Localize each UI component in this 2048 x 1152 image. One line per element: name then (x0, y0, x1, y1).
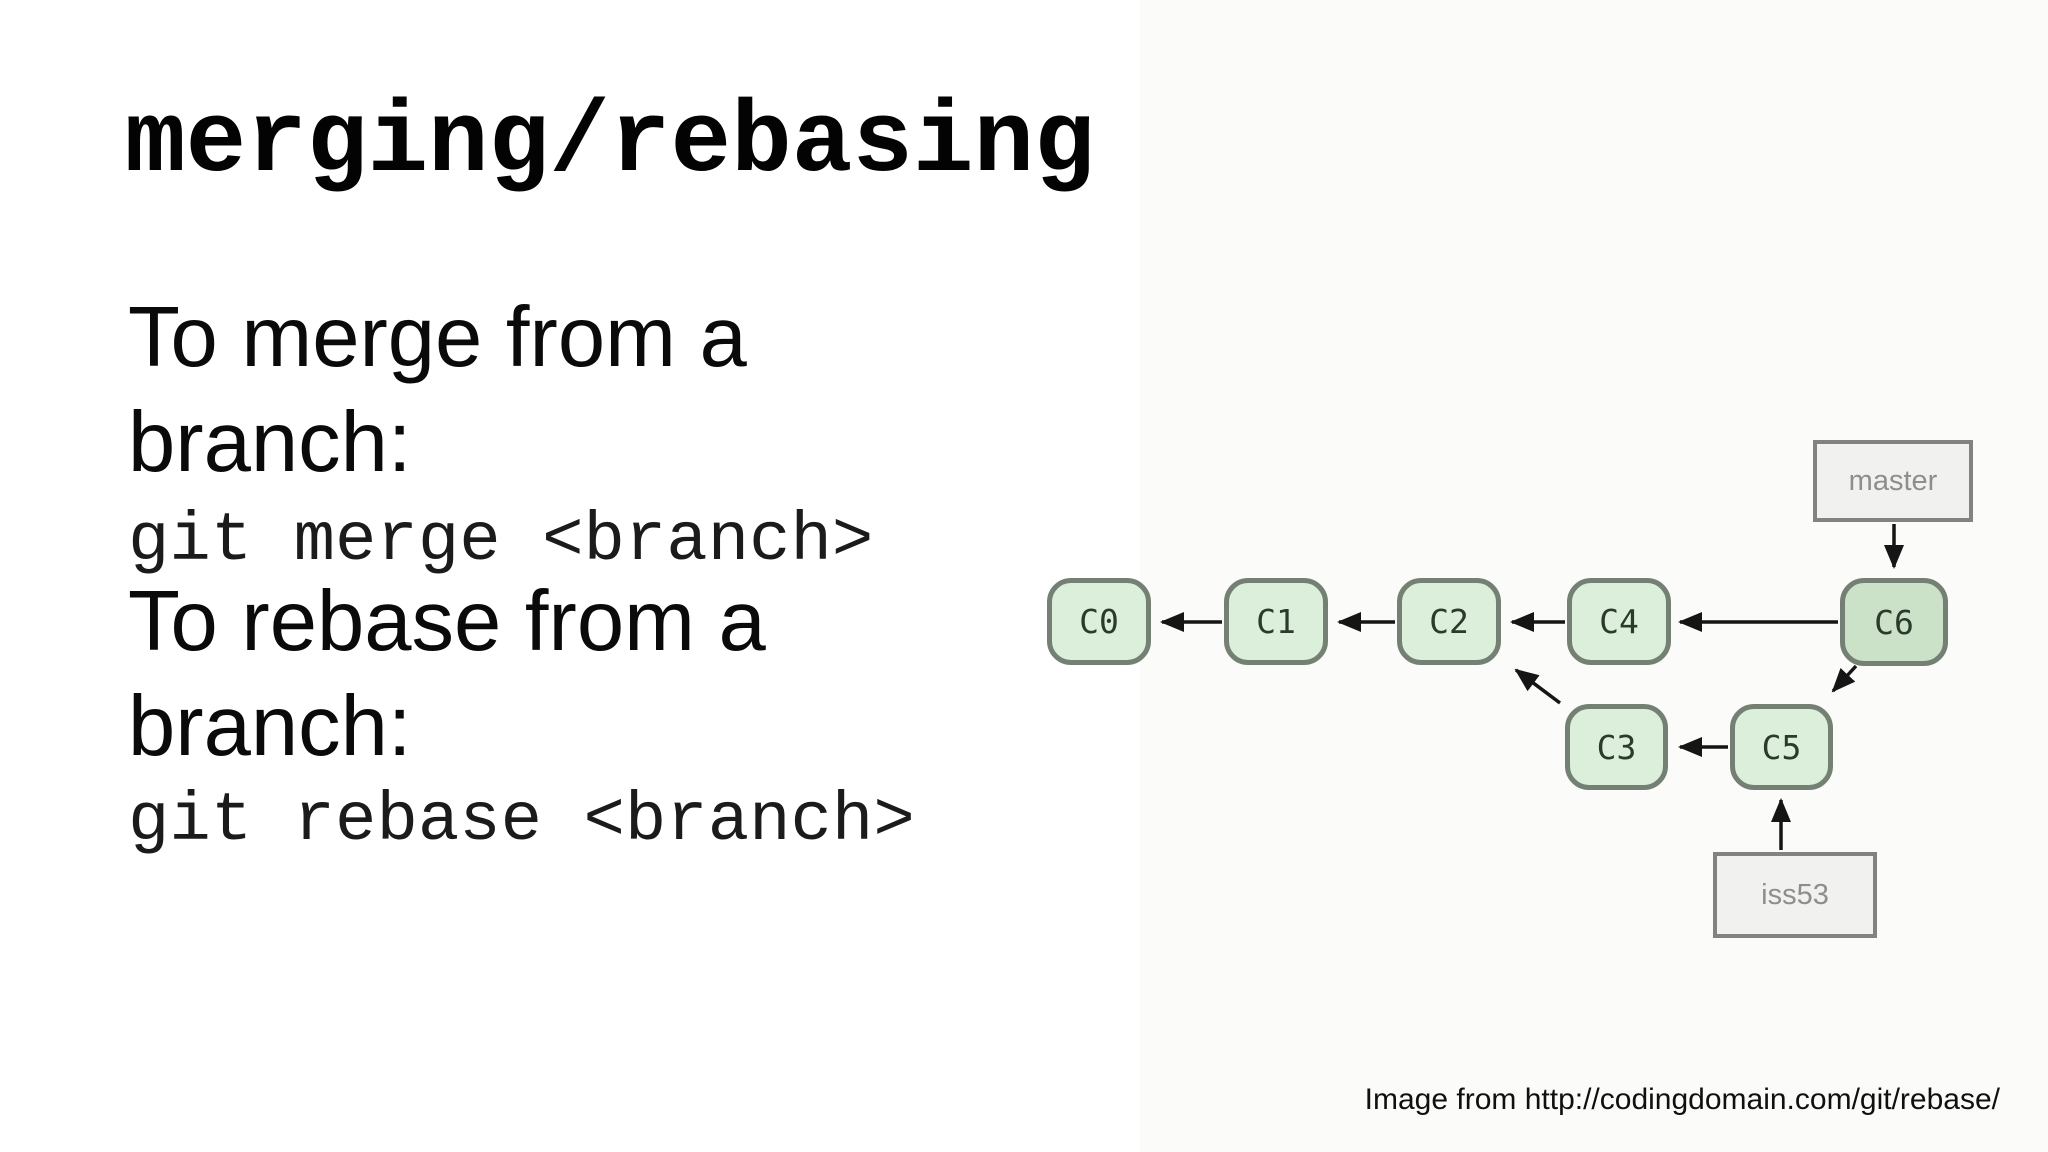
commit-node-c6: C6 (1840, 578, 1948, 666)
rebase-command: git rebase <branch> (128, 782, 915, 860)
image-credit-caption: Image from http://codingdomain.com/git/r… (1364, 1083, 2000, 1116)
commit-node-c5: C5 (1730, 704, 1833, 790)
branch-pointer-iss53: iss53 (1713, 852, 1877, 938)
branch-pointer-master: master (1813, 440, 1973, 522)
embedded-image-background (1140, 0, 2048, 1152)
commit-node-c1: C1 (1224, 578, 1328, 665)
slide-title: merging/rebasing (125, 87, 1095, 201)
merge-heading: To merge from a branch: (128, 290, 747, 490)
rebase-heading: To rebase from a branch: (128, 574, 766, 774)
commit-node-c0: C0 (1047, 578, 1151, 665)
commit-node-c4: C4 (1567, 578, 1671, 665)
commit-node-c3: C3 (1565, 704, 1668, 790)
merge-command: git merge <branch> (128, 502, 874, 580)
commit-node-c2: C2 (1397, 578, 1501, 665)
